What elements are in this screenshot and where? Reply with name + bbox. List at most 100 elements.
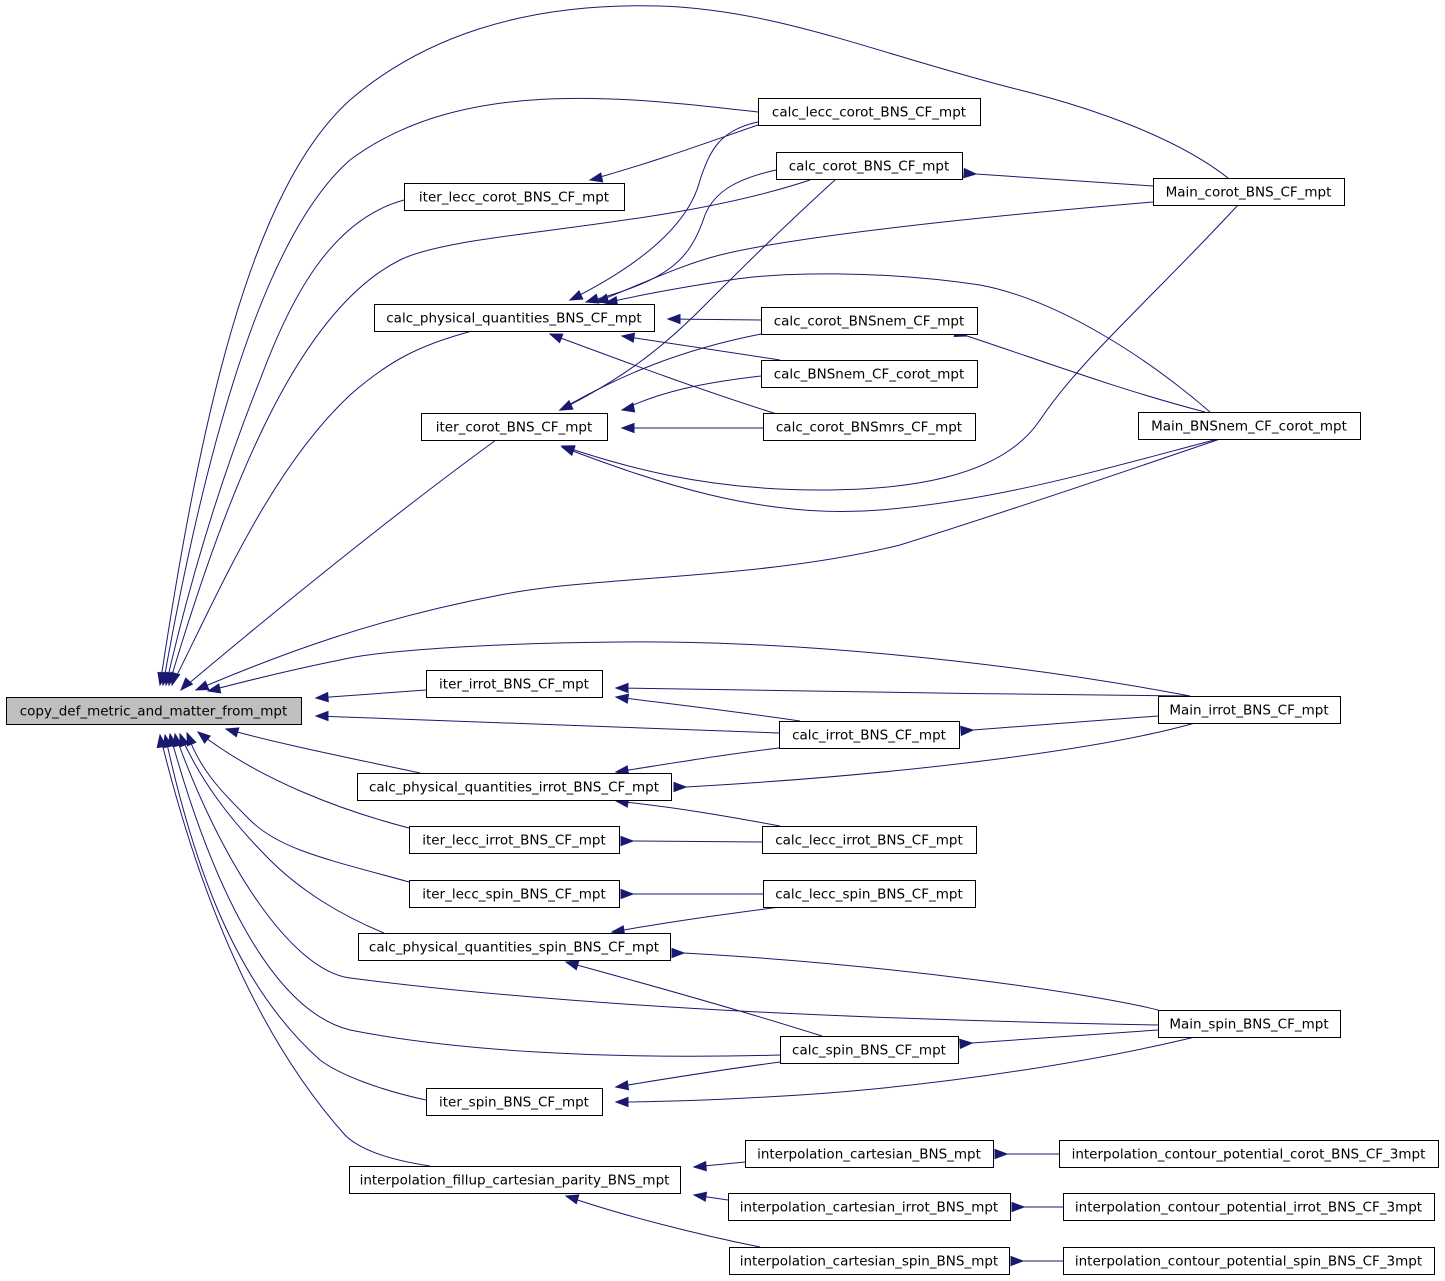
edge-line — [611, 906, 781, 933]
arrowhead-icon — [314, 691, 329, 703]
node-interp-contour-corot[interactable]: interpolation_contour_potential_corot_BN… — [1059, 1140, 1439, 1168]
node-calc-phys-spin[interactable]: calc_physical_quantities_spin_BNS_CF_mpt — [358, 933, 671, 961]
node-box — [761, 307, 978, 335]
node-main-corot[interactable]: Main_corot_BNS_CF_mpt — [1153, 178, 1345, 206]
edge-line — [565, 961, 823, 1037]
node-label: calc_lecc_spin_BNS_CF_mpt — [775, 887, 963, 903]
node-label: calc_irrot_BNS_CF_mpt — [792, 728, 946, 744]
edge-line — [159, 734, 431, 1167]
node-iter-lecc-irrot[interactable]: iter_lecc_irrot_BNS_CF_mpt — [409, 826, 620, 854]
edge-line — [565, 1195, 761, 1248]
node-calc-phys[interactable]: calc_physical_quantities_BNS_CF_mpt — [374, 304, 655, 332]
node-box — [358, 933, 671, 961]
arrowhead-icon — [224, 727, 240, 738]
node-iter-lecc-spin[interactable]: iter_lecc_spin_BNS_CF_mpt — [409, 880, 620, 908]
edge-line — [315, 689, 427, 699]
edge-line — [972, 715, 1159, 731]
edge-line — [561, 204, 1239, 491]
edge-main_nem_corot-to-calc_phys — [603, 273, 1211, 413]
arrowhead-icon — [994, 1148, 1009, 1160]
edge-iter_lecc_corot-to-copy_def — [163, 199, 405, 687]
node-calc-corot-mrs[interactable]: calc_corot_BNSmrs_CF_mpt — [763, 413, 976, 441]
arrowhead-icon — [614, 1096, 629, 1108]
arrowhead-icon — [692, 1160, 707, 1172]
arrowhead-icon — [614, 1080, 630, 1091]
node-label: interpolation_fillup_cartesian_parity_BN… — [360, 1173, 670, 1189]
node-box — [409, 826, 620, 854]
node-main-irrot[interactable]: Main_irrot_BNS_CF_mpt — [1158, 696, 1341, 724]
node-box — [728, 1193, 1011, 1221]
node-iter-corot[interactable]: iter_corot_BNS_CF_mpt — [421, 413, 608, 441]
arrowhead-icon — [666, 313, 681, 325]
node-interp-cart-spin[interactable]: interpolation_cartesian_spin_BNS_mpt — [729, 1247, 1010, 1275]
node-label: calc_corot_BNSnem_CF_mpt — [774, 314, 965, 330]
edge-main_irrot-to-iter_irrot — [614, 682, 1191, 697]
node-iter-spin[interactable]: iter_spin_BNS_CF_mpt — [426, 1088, 603, 1116]
arrowhead-icon — [620, 888, 635, 900]
edge-calc_lecc_spin-to-iter_lecc_spin — [620, 888, 763, 900]
node-interp-contour-irrot[interactable]: interpolation_contour_potential_irrot_BN… — [1063, 1193, 1435, 1221]
edge-line — [315, 715, 780, 734]
node-label: iter_spin_BNS_CF_mpt — [439, 1095, 589, 1111]
node-calc-phys-irrot[interactable]: calc_physical_quantities_irrot_BNS_CF_mp… — [357, 773, 672, 801]
edge-calc_corot_nem-to-calc_phys — [666, 313, 762, 325]
node-label: calc_corot_BNS_CF_mpt — [789, 159, 950, 175]
node-iter-lecc-corot[interactable]: iter_lecc_corot_BNS_CF_mpt — [404, 183, 625, 211]
node-calc-irrot[interactable]: calc_irrot_BNS_CF_mpt — [779, 721, 960, 749]
edge-calc_lecc_corot-to-calc_phys — [568, 121, 759, 301]
node-interp-cart[interactable]: interpolation_cartesian_BNS_mpt — [745, 1140, 994, 1168]
arrowhead-icon — [588, 172, 604, 183]
edge-line — [225, 728, 421, 774]
node-label: iter_irrot_BNS_CF_mpt — [439, 677, 589, 693]
node-calc-corot-nem[interactable]: calc_corot_BNSnem_CF_mpt — [761, 307, 978, 335]
edge-calc_lecc_irrot-to-iter_lecc_irrot — [620, 835, 763, 847]
arrowhead-icon — [564, 960, 580, 971]
node-box — [357, 773, 672, 801]
edge-main_irrot-to-calc_irrot — [960, 715, 1159, 737]
node-label: calc_physical_quantities_spin_BNS_CF_mpt — [369, 940, 659, 956]
node-label: iter_lecc_spin_BNS_CF_mpt — [422, 887, 606, 903]
node-calc-nem-corot[interactable]: calc_BNSnem_CF_corot_mpt — [761, 360, 978, 388]
node-interp-cart-irrot[interactable]: interpolation_cartesian_irrot_BNS_mpt — [728, 1193, 1011, 1221]
edge-line — [561, 438, 1219, 513]
node-box — [6, 697, 302, 725]
node-box — [1063, 1193, 1435, 1221]
edge-line — [604, 273, 1211, 413]
node-copy-def[interactable]: copy_def_metric_and_matter_from_mpt — [6, 697, 302, 725]
node-calc-lecc-spin[interactable]: calc_lecc_spin_BNS_CF_mpt — [763, 880, 976, 908]
node-calc-lecc-irrot[interactable]: calc_lecc_irrot_BNS_CF_mpt — [762, 826, 977, 854]
node-main-spin[interactable]: Main_spin_BNS_CF_mpt — [1158, 1010, 1341, 1038]
edge-iter_lecc_irrot-to-copy_def — [196, 731, 410, 829]
edge-main_corot-to-copy_def — [157, 5, 1229, 687]
arrowhead-icon — [692, 1191, 708, 1202]
node-box — [758, 98, 981, 126]
node-box — [729, 1247, 1010, 1275]
arrowhead-icon — [206, 683, 222, 694]
node-calc-spin[interactable]: calc_spin_BNS_CF_mpt — [780, 1036, 959, 1064]
edge-line — [207, 641, 1191, 697]
edge-iter_lecc_spin-to-copy_def — [186, 731, 410, 883]
arrowhead-icon — [963, 167, 978, 179]
arrowhead-icon — [671, 947, 686, 959]
node-label: Main_BNSnem_CF_corot_mpt — [1151, 419, 1347, 435]
node-calc-lecc-corot[interactable]: calc_lecc_corot_BNS_CF_mpt — [758, 98, 981, 126]
node-box — [1138, 412, 1361, 440]
node-label: calc_BNSnem_CF_corot_mpt — [774, 367, 965, 383]
arrowhead-icon — [594, 293, 610, 304]
edge-calc_lecc_irrot-to-calc_phys_irrot — [614, 797, 781, 827]
node-main-nem-corot[interactable]: Main_BNSnem_CF_corot_mpt — [1138, 412, 1361, 440]
node-label: Main_irrot_BNS_CF_mpt — [1169, 703, 1328, 719]
edge-calc_phys_irrot-to-copy_def — [224, 727, 421, 774]
node-interp-fillup[interactable]: interpolation_fillup_cartesian_parity_BN… — [349, 1166, 681, 1194]
edge-line — [165, 199, 405, 686]
node-calc-corot[interactable]: calc_corot_BNS_CF_mpt — [776, 152, 963, 180]
arrowhead-icon — [673, 781, 688, 793]
node-box — [349, 1166, 681, 1194]
edge-main_irrot-to-calc_phys_irrot — [673, 722, 1196, 793]
node-iter-irrot[interactable]: iter_irrot_BNS_CF_mpt — [426, 670, 603, 698]
arrowhead-icon — [960, 725, 975, 737]
edge-interp_contour_spin-to-interp_cart_spin — [1010, 1255, 1063, 1267]
edge-line — [168, 179, 811, 686]
node-interp-contour-spin[interactable]: interpolation_contour_potential_spin_BNS… — [1063, 1247, 1435, 1275]
node-label: calc_spin_BNS_CF_mpt — [792, 1043, 946, 1059]
